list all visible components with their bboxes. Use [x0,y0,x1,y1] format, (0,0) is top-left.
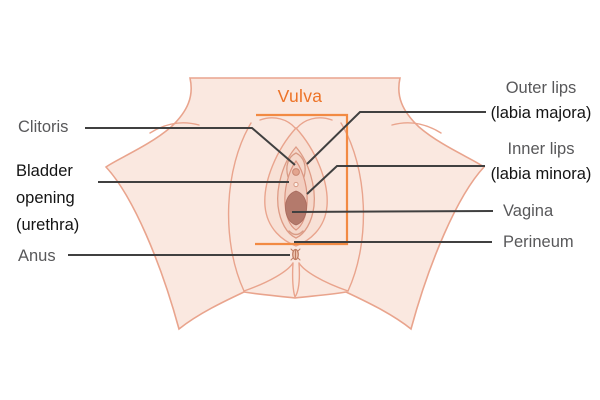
vagina-label: Vagina [503,202,554,220]
hip-crease-right [391,122,442,134]
outer-lips-label-group: Outer lips (labia majora) [480,76,600,126]
vulva-bracket [255,113,349,246]
inner-lips-label: Inner lips [507,140,575,158]
vulva-label: Vulva [277,86,323,106]
fourchette-line [288,230,304,236]
anus-label: Anus [18,247,56,265]
outer-lips-sublabel: (labia majora) [490,104,592,122]
leader-outer-lips [306,111,486,165]
perineum-label: Perineum [503,233,574,251]
gluteal-cleft [243,262,349,298]
leader-clitoris [85,127,296,166]
clitoral-hood [286,152,306,178]
urethral-opening [293,181,299,188]
thigh-fold-left [227,122,252,292]
bladder-opening-label: Bladder opening (urethra) [16,162,80,234]
inner-lips-label-group: Inner lips (labia minora) [480,137,600,187]
anus-ticks [290,248,301,261]
leader-vagina [291,210,494,213]
leader-inner-lips [306,165,485,195]
hip-crease-left [149,122,200,134]
clitoral-glans [292,168,300,176]
thigh-fold-right [340,122,365,292]
outer-lips-label: Outer lips [505,79,577,97]
vaginal-opening [285,190,307,226]
clitoris-label: Clitoris [18,118,69,136]
inner-lips-sublabel: (labia minora) [490,165,592,183]
mons-crease [259,117,333,130]
